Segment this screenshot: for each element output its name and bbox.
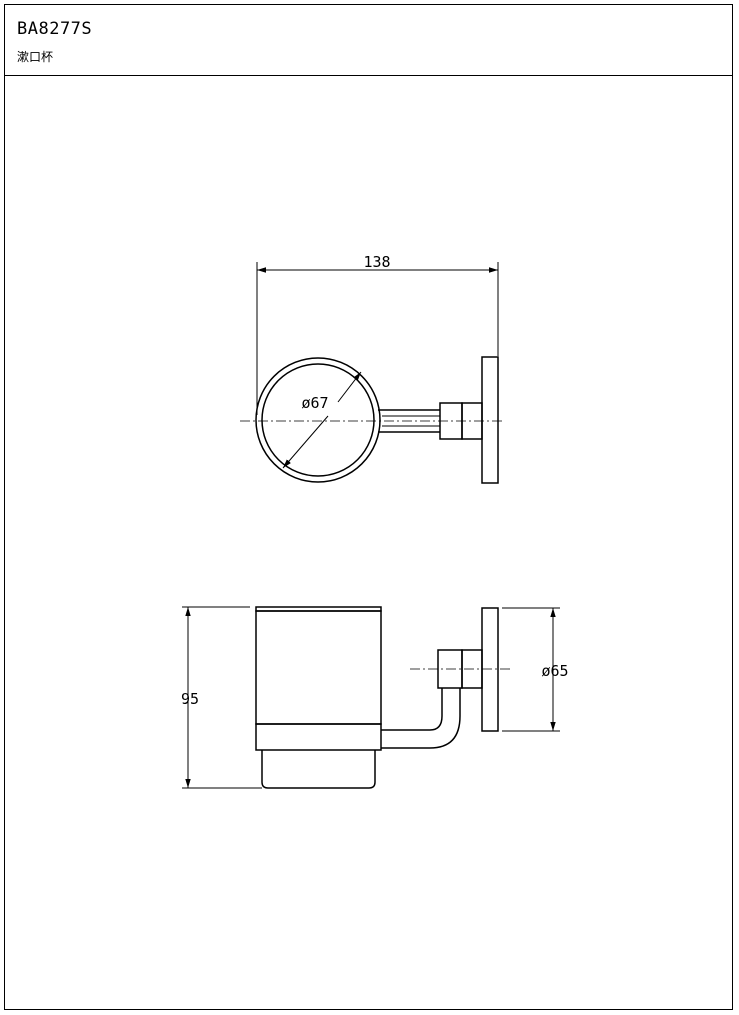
- height-label: 95: [181, 690, 199, 708]
- cup-holder-ring: [255, 723, 382, 751]
- model-code: BA8277S: [17, 19, 93, 39]
- base-diameter-label: ø65: [541, 662, 568, 680]
- product-name: 漱口杯: [17, 50, 54, 64]
- cup-diameter-line-a: [282, 415, 329, 469]
- width-label: 138: [363, 253, 390, 271]
- wall-plate-front: [481, 607, 499, 732]
- arm-outer: [381, 688, 443, 731]
- drawing-frame: BA8277S 漱口杯: [4, 4, 733, 1010]
- title-block: BA8277S 漱口杯: [5, 5, 732, 76]
- cup-ring-inner: [261, 363, 375, 477]
- cup-base: [261, 750, 376, 789]
- arm-outer-2: [381, 688, 461, 749]
- cup-body: [255, 610, 382, 725]
- top-view: [240, 262, 505, 484]
- wall-plate-top: [481, 356, 499, 484]
- front-view: [182, 606, 560, 789]
- cup-ring-outer: [255, 357, 381, 483]
- cup-diameter-label: ø67: [301, 394, 328, 412]
- cup-diameter-line-b: [337, 371, 362, 403]
